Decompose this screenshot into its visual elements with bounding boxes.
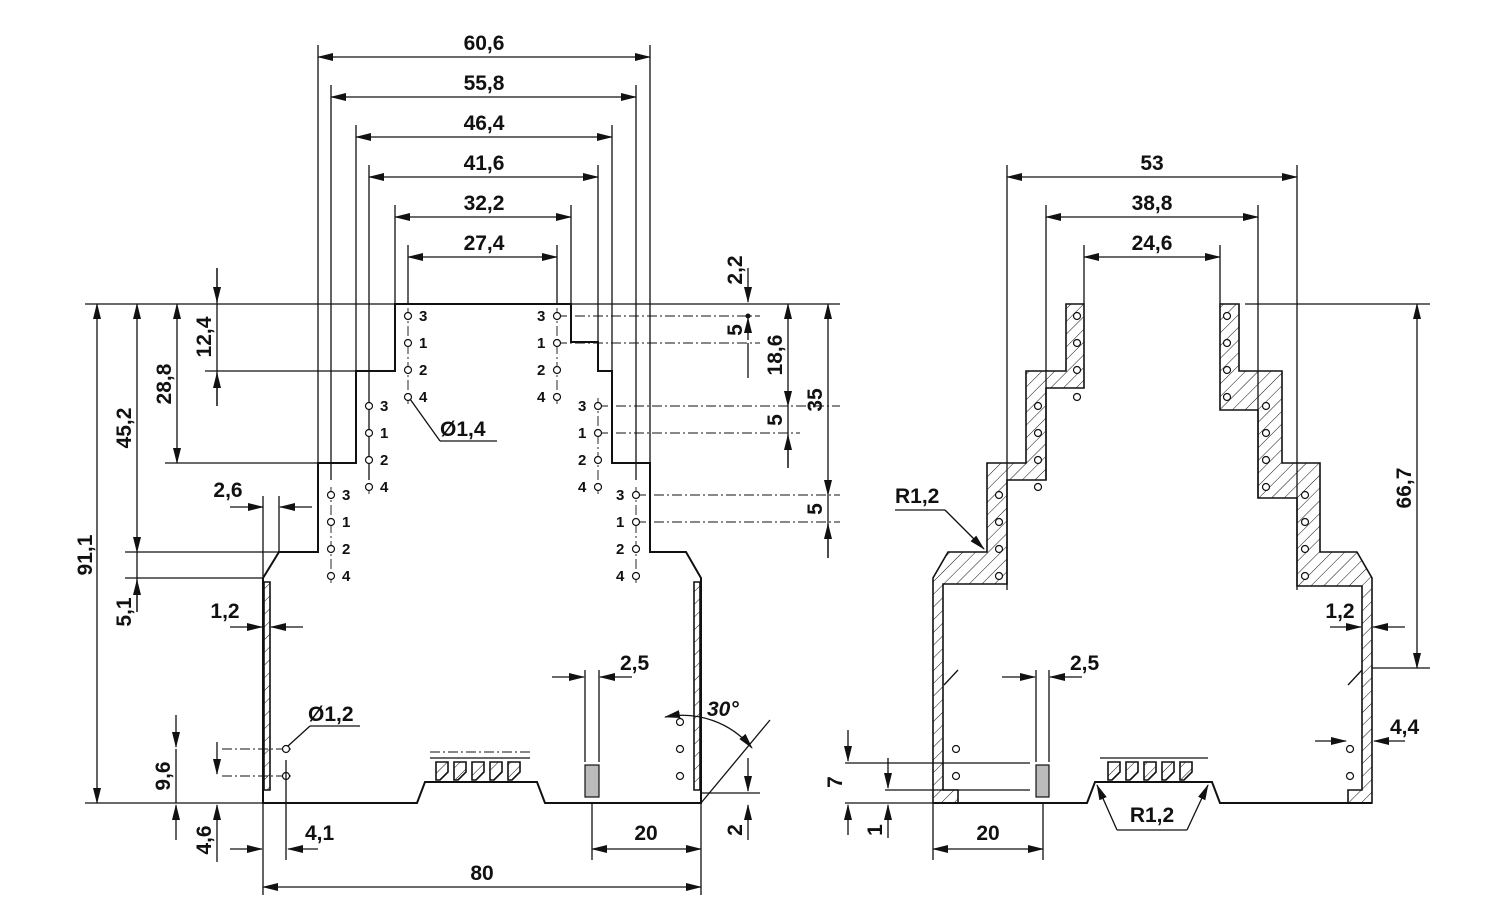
dim-7: 7 <box>824 776 847 788</box>
svg-text:2: 2 <box>578 452 586 469</box>
din-clip-section <box>1098 757 1210 783</box>
dim-radius-1-2: R1,2 <box>895 485 939 508</box>
dim-91-1: 91,1 <box>74 534 97 575</box>
dim-9-6: 9,6 <box>152 761 175 790</box>
dim-20-front: 20 <box>634 822 657 845</box>
svg-text:3: 3 <box>342 487 350 504</box>
din-clip-front <box>428 751 532 783</box>
dim-12-4: 12,4 <box>193 316 216 357</box>
dim-60-6: 60,6 <box>464 32 505 55</box>
svg-text:4: 4 <box>537 389 546 406</box>
svg-text:2: 2 <box>380 452 388 469</box>
dim-80: 80 <box>470 862 493 885</box>
terminal-column-3: 3 1 2 4 <box>326 487 351 585</box>
dim-46-4: 46,4 <box>464 112 505 135</box>
svg-text:3: 3 <box>380 398 388 415</box>
section-holes-left <box>951 311 1082 781</box>
dim-4-4: 4,4 <box>1390 716 1420 739</box>
front-view: 60,6 55,8 46,4 41,6 32,2 27,4 91,1 45,2 … <box>74 32 840 895</box>
dim-38-8: 38,8 <box>1132 192 1173 215</box>
dim-4-6: 4,6 <box>193 825 216 854</box>
dim-53: 53 <box>1140 152 1163 175</box>
svg-text:4: 4 <box>419 389 428 406</box>
dim-5-a: 5 <box>724 324 747 336</box>
dim-32-2: 32,2 <box>464 192 505 215</box>
svg-text:3: 3 <box>419 308 427 325</box>
dim-35: 35 <box>804 388 827 412</box>
svg-text:2: 2 <box>616 541 624 558</box>
dim-5-b: 5 <box>764 414 787 426</box>
dim-5-1: 5,1 <box>113 597 136 627</box>
dim-45-2: 45,2 <box>113 408 136 449</box>
terminal-column-6: 3 1 2 4 <box>616 487 641 585</box>
dim-2-bottom: 2 <box>724 824 747 836</box>
section-wall <box>932 303 1085 804</box>
svg-text:2: 2 <box>419 362 427 379</box>
terminal-column-1: 3 1 2 4 <box>403 308 428 406</box>
dim-4-1: 4,1 <box>305 822 335 845</box>
dim-wall-1-2-left: 1,2 <box>210 600 239 623</box>
left-wall-section <box>263 581 271 791</box>
dim-1: 1 <box>864 824 887 836</box>
dim-wall-1-2-right: 1,2 <box>1325 600 1354 623</box>
rail-slot-front <box>584 764 600 798</box>
right-wall-section <box>693 581 701 791</box>
dim-2-2: 2,2 <box>724 255 747 284</box>
dim-24-6: 24,6 <box>1132 232 1173 255</box>
section-view: 53 38,8 24,6 66,7 R1,2 1,2 4,4 2,5 <box>824 152 1430 860</box>
svg-text:1: 1 <box>342 514 350 531</box>
svg-text:3: 3 <box>578 398 586 415</box>
section-base <box>933 781 1372 804</box>
dim-angle-30: 30° <box>707 698 739 721</box>
svg-text:4: 4 <box>616 568 625 585</box>
svg-text:2: 2 <box>342 541 350 558</box>
svg-text:1: 1 <box>616 514 624 531</box>
svg-text:2: 2 <box>537 362 545 379</box>
terminal-column-4: 3 1 2 4 <box>537 308 562 406</box>
dim-20-section: 20 <box>976 822 999 845</box>
svg-text:4: 4 <box>578 479 587 496</box>
dim-41-6: 41,6 <box>464 152 505 175</box>
svg-text:1: 1 <box>419 335 427 352</box>
svg-text:3: 3 <box>537 308 545 325</box>
dim-55-8: 55,8 <box>464 72 505 95</box>
svg-text:1: 1 <box>537 335 545 352</box>
dim-2-5-front: 2,5 <box>620 652 650 675</box>
svg-text:3: 3 <box>616 487 624 504</box>
svg-text:1: 1 <box>380 425 388 442</box>
dim-2-5-section: 2,5 <box>1070 652 1100 675</box>
dim-27-4: 27,4 <box>464 232 505 255</box>
section-holes-right <box>1222 311 1355 781</box>
dim-28-8: 28,8 <box>153 363 176 404</box>
svg-text:4: 4 <box>380 479 389 496</box>
terminal-column-5: 3 1 2 4 <box>578 398 603 496</box>
svg-text:1: 1 <box>578 425 586 442</box>
rail-slot-section <box>1035 764 1050 798</box>
dim-18-6: 18,6 <box>764 335 787 376</box>
dim-hole-1-2: Ø1,2 <box>308 703 354 726</box>
terminal-column-2: 3 1 2 4 <box>364 398 389 496</box>
housing-outline <box>262 303 702 804</box>
svg-text:4: 4 <box>342 568 351 585</box>
dim-2-6: 2,6 <box>213 479 242 502</box>
dim-66-7: 66,7 <box>1393 468 1416 509</box>
dim-5-c: 5 <box>804 503 827 515</box>
dim-hole-1-4: Ø1,4 <box>440 418 486 441</box>
dim-clip-radius: R1,2 <box>1130 804 1174 827</box>
